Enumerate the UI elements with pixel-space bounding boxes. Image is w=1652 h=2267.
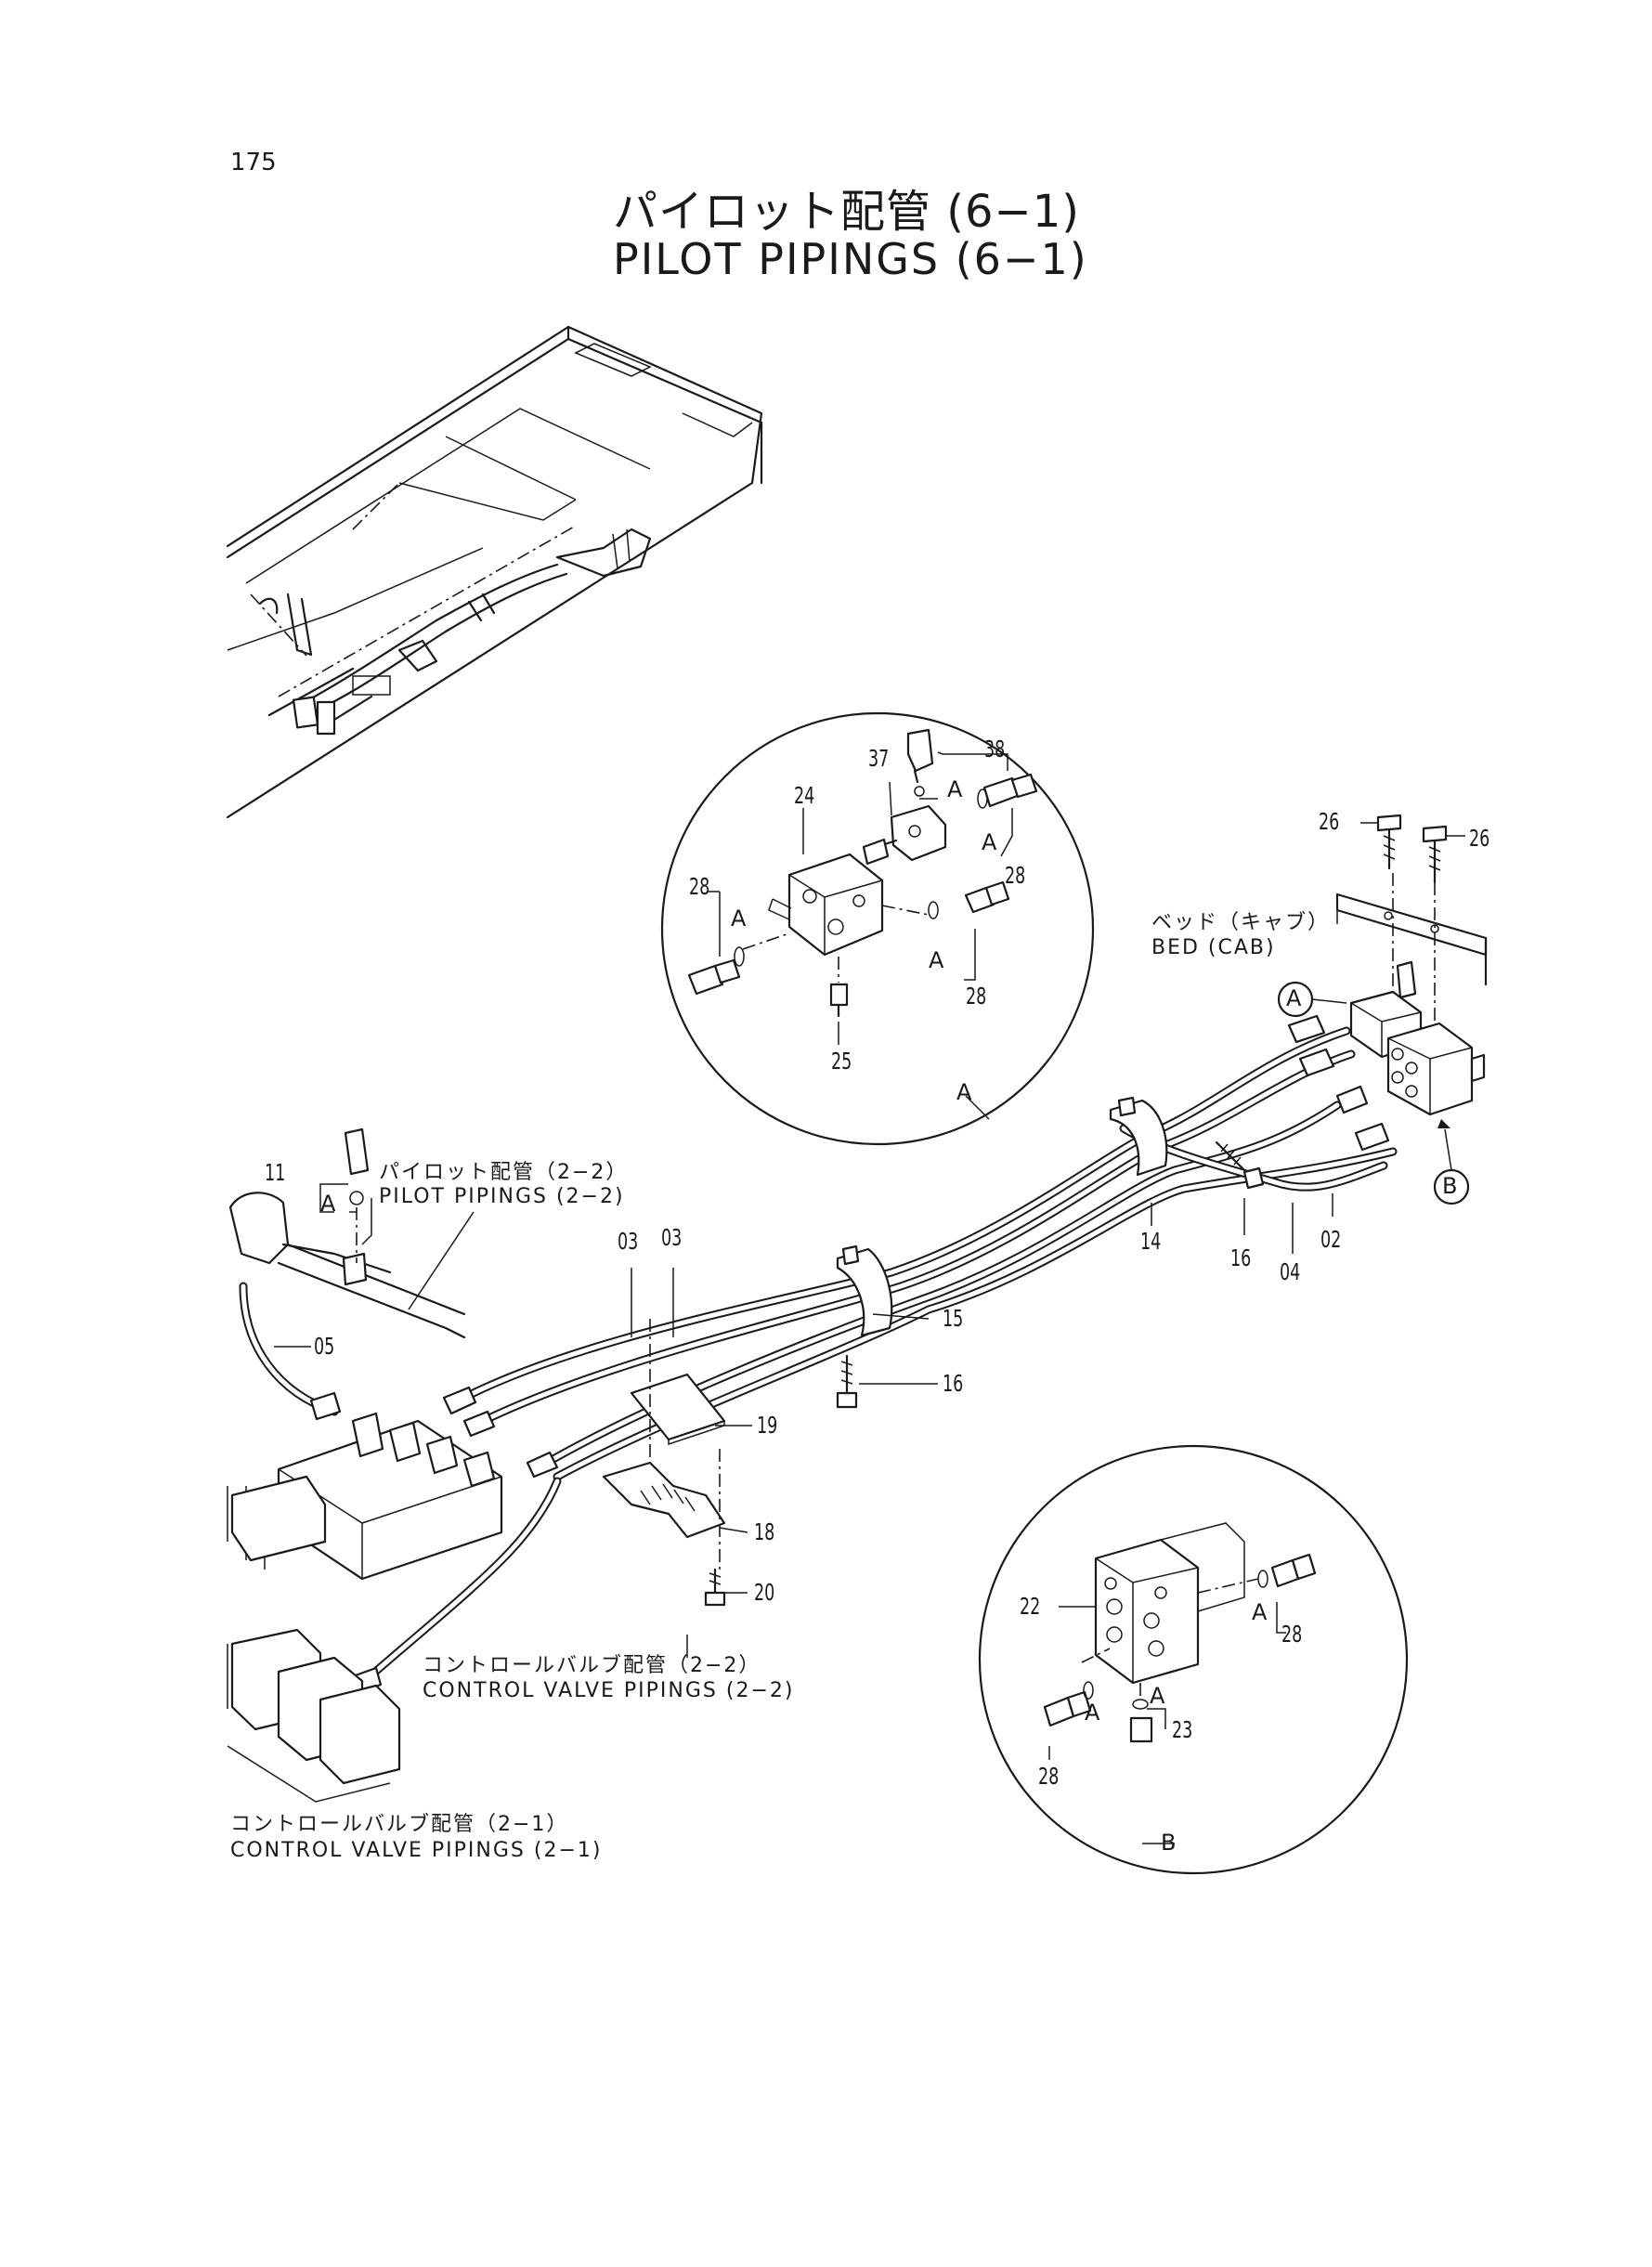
part-number-25: 25 bbox=[831, 1048, 852, 1075]
cab-floor-frame bbox=[226, 325, 763, 819]
part-number-28: 28 bbox=[1005, 862, 1026, 889]
ref-letter-a: A bbox=[929, 947, 944, 973]
part-number-28: 28 bbox=[966, 983, 987, 1010]
bed-cab-label-en: BED (CAB) bbox=[1151, 936, 1276, 959]
leader-lines bbox=[274, 1095, 1333, 1844]
part-number-16: 16 bbox=[943, 1370, 964, 1397]
detail-b-circle bbox=[978, 1444, 1409, 1875]
page-title-jp: パイロット配管 (6−1) bbox=[613, 186, 1081, 238]
part-number-04: 04 bbox=[1280, 1258, 1301, 1285]
control-valve-pipings-21-jp: コントロールバルブ配管（2−1） bbox=[230, 1813, 569, 1836]
part-number-16: 16 bbox=[1230, 1244, 1252, 1271]
control-valve-pipings-21-en: CONTROL VALVE PIPINGS (2−1) bbox=[230, 1839, 603, 1862]
ref-letter-a: A bbox=[731, 905, 747, 932]
part-number-22: 22 bbox=[1020, 1593, 1041, 1620]
part-number-26: 26 bbox=[1469, 825, 1490, 852]
ref-letter-a: A bbox=[1252, 1599, 1268, 1625]
ref-letter-a: A bbox=[1085, 1700, 1100, 1726]
clamps-brackets bbox=[602, 1096, 1265, 1607]
ref-letter-a: A bbox=[982, 829, 997, 855]
part-number-15: 15 bbox=[943, 1305, 964, 1332]
ref-circle-a: A bbox=[1286, 985, 1302, 1011]
part-number-03: 03 bbox=[661, 1224, 683, 1251]
ref-letter-a: A bbox=[320, 1191, 336, 1217]
control-valve-pipings-22-en: CONTROL VALVE PIPINGS (2−2) bbox=[423, 1679, 795, 1702]
part-number-19: 19 bbox=[757, 1412, 778, 1439]
ref-circle-b: B bbox=[1442, 1173, 1458, 1199]
control-valves bbox=[227, 1127, 503, 1803]
part-number-26: 26 bbox=[1319, 808, 1340, 835]
part-number-11: 11 bbox=[265, 1159, 286, 1186]
part-number-38: 38 bbox=[984, 736, 1006, 762]
detail-b-label: B bbox=[1161, 1830, 1177, 1856]
part-number-03: 03 bbox=[618, 1228, 639, 1255]
pilot-pipings-22-en: PILOT PIPINGS (2−2) bbox=[379, 1185, 625, 1208]
part-number-28: 28 bbox=[1038, 1763, 1060, 1790]
part-number-20: 20 bbox=[754, 1579, 775, 1606]
bed-plate-assy bbox=[1277, 814, 1488, 1205]
part-number-23: 23 bbox=[1172, 1716, 1193, 1743]
page-number: 175 bbox=[230, 149, 277, 176]
ref-letter-a: A bbox=[1150, 1683, 1165, 1709]
part-number-37: 37 bbox=[868, 745, 890, 772]
part-number-18: 18 bbox=[754, 1518, 775, 1545]
page-title-en: PILOT PIPINGS (6−1) bbox=[613, 234, 1088, 284]
detail-a-label: A bbox=[956, 1079, 972, 1105]
part-number-14: 14 bbox=[1140, 1228, 1162, 1255]
pipe-run bbox=[239, 1014, 1398, 1694]
pilot-pipings-22-jp: パイロット配管（2−2） bbox=[379, 1161, 629, 1184]
ref-letter-a: A bbox=[947, 776, 963, 802]
part-number-02: 02 bbox=[1320, 1226, 1342, 1253]
part-number-24: 24 bbox=[794, 782, 815, 809]
control-valve-pipings-22-jp: コントロールバルブ配管（2−2） bbox=[423, 1654, 761, 1677]
part-number-28: 28 bbox=[689, 873, 710, 900]
part-number-05: 05 bbox=[314, 1333, 335, 1360]
bed-cab-label-jp: ベッド（キャブ） bbox=[1151, 911, 1331, 934]
detail-a-circle bbox=[660, 711, 1095, 1146]
part-number-28: 28 bbox=[1281, 1621, 1303, 1648]
